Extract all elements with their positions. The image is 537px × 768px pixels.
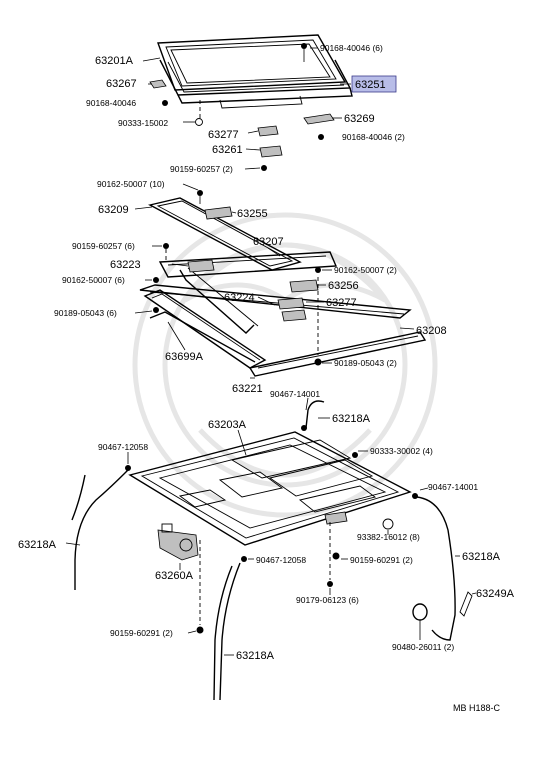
label-63277-top[interactable]: 63277 (208, 129, 239, 141)
lower-frame-63221 (143, 277, 427, 377)
label-90159-60291-2-left[interactable]: 90159-60291 (2) (110, 628, 173, 638)
label-90333-30002-4[interactable]: 90333-30002 (4) (370, 446, 433, 456)
label-63218A-bottom[interactable]: 63218A (236, 650, 275, 662)
label-63699A[interactable]: 63699A (165, 351, 204, 363)
label-63267[interactable]: 63267 (106, 78, 137, 90)
label-90168-40046-2[interactable]: 90168-40046 (2) (342, 132, 405, 142)
label-63260A[interactable]: 63260A (155, 570, 194, 582)
label-63249A[interactable]: 63249A (476, 588, 515, 600)
label-63203A[interactable]: 63203A (208, 419, 247, 431)
label-90189-05043-2[interactable]: 90189-05043 (2) (334, 358, 397, 368)
label-90162-50007-2[interactable]: 90162-50007 (2) (334, 265, 397, 275)
rail-and-seal-assembly (139, 251, 412, 334)
label-90162-50007-10[interactable]: 90162-50007 (10) (97, 179, 165, 189)
front-frame-63209 (148, 190, 302, 271)
label-90480-26011-2[interactable]: 90480-26011 (2) (392, 642, 454, 652)
label-63218A-right[interactable]: 63218A (462, 551, 501, 563)
label-63218A-left[interactable]: 63218A (18, 539, 57, 551)
label-63261[interactable]: 63261 (212, 144, 243, 156)
label-90159-60257-6[interactable]: 90159-60257 (6) (72, 241, 135, 251)
label-63269[interactable]: 63269 (344, 113, 375, 125)
label-93382-16012-8[interactable]: 93382-16012 (8) (357, 532, 420, 542)
label-63218A-top[interactable]: 63218A (332, 413, 371, 425)
label-90333-15002[interactable]: 90333-15002 (118, 118, 168, 128)
label-90159-60257-2[interactable]: 90159-60257 (2) (170, 164, 233, 174)
label-90467-12058-bottom[interactable]: 90467-12058 (256, 555, 306, 565)
label-90467-12058-left[interactable]: 90467-12058 (98, 442, 148, 452)
label-63223[interactable]: 63223 (110, 259, 141, 271)
label-63256[interactable]: 63256 (328, 280, 359, 292)
label-63255[interactable]: 63255 (237, 208, 268, 220)
label-90159-60291-2-right[interactable]: 90159-60291 (2) (350, 555, 413, 565)
label-90162-50007-6[interactable]: 90162-50007 (6) (62, 275, 125, 285)
label-63224[interactable]: 63224 (224, 292, 255, 304)
label-90189-05043-6[interactable]: 90189-05043 (6) (54, 308, 117, 318)
leader-lines (65, 47, 477, 656)
label-90168-40046[interactable]: 90168-40046 (86, 98, 136, 108)
highlight-box-63251 (351, 75, 397, 93)
drain-tubes (71, 400, 473, 701)
label-63207[interactable]: 63207 (253, 236, 284, 248)
label-63277-mid[interactable]: 63277 (326, 297, 357, 309)
footer-diagram-code: MB H188-C (453, 703, 501, 713)
label-63208[interactable]: 63208 (416, 325, 447, 337)
part-labels: 63201A 90168-40046 (6) 63251 63267 90168… (18, 43, 515, 713)
top-fasteners (149, 43, 335, 171)
label-90467-14001-top[interactable]: 90467-14001 (270, 389, 320, 399)
label-90179-06123-6[interactable]: 90179-06123 (6) (296, 595, 359, 605)
label-63221[interactable]: 63221 (232, 383, 263, 395)
label-63251[interactable]: 63251 (355, 79, 386, 91)
label-90168-40046-6[interactable]: 90168-40046 (6) (320, 43, 383, 53)
label-63209[interactable]: 63209 (98, 204, 129, 216)
glass-panel-assembly (157, 34, 353, 109)
label-90467-14001-right[interactable]: 90467-14001 (428, 482, 478, 492)
label-63201A[interactable]: 63201A (95, 55, 134, 67)
sunroof-housing-63203A (128, 431, 412, 546)
sunroof-motor-63260A (157, 523, 204, 634)
